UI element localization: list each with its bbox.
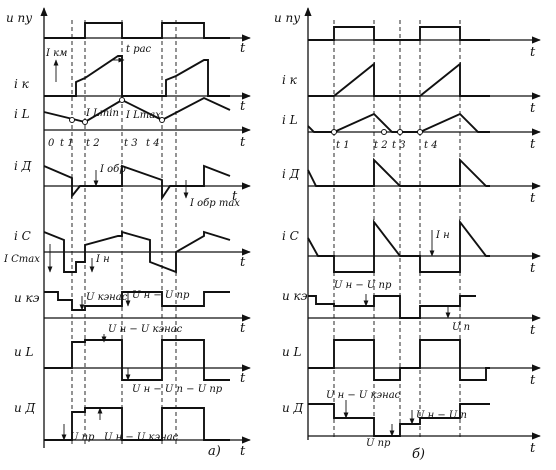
panel-b-label-uke: u кэ <box>282 289 308 303</box>
panel-b-t-ic: t <box>530 261 536 276</box>
panel-b-point-t1 <box>331 129 337 135</box>
panel-a-label-ik: i к <box>14 77 30 91</box>
panel-b-annot-up: U п <box>452 322 470 333</box>
panel-b-t-ud: t <box>530 441 536 456</box>
panel-a-annot-iobr: I обр <box>99 164 126 175</box>
panel-a-label-id: i Д <box>14 159 32 173</box>
panel-a-t-ic: t <box>240 255 246 270</box>
panel-a-t-upu: t <box>240 41 246 56</box>
panel-b-label-il: i L <box>282 113 298 127</box>
panel-a-point-t3 <box>119 97 125 103</box>
panel-a-label-upu: u пу <box>6 11 32 25</box>
panel-b-trace-upu <box>308 26 490 41</box>
panel-b-trace-id <box>307 157 490 187</box>
panel-a-trace-ic <box>43 230 231 274</box>
panel-a-t-id: t <box>232 189 238 204</box>
panel-b-annot-t1: t 1 <box>336 140 350 151</box>
panel-b-label-ik: i к <box>282 73 298 87</box>
panel-a-label-ic: i C <box>14 229 31 243</box>
panel-b-t-id: t <box>530 191 536 206</box>
panel-b-annot-in: I н <box>435 230 450 241</box>
panel-a-caption: а) <box>208 444 221 459</box>
panel-a-annot-t1: t 1 <box>60 138 74 149</box>
panel-b-trace-ul <box>308 339 490 381</box>
panel-b-annot-unukenas: U н − U кэнас <box>326 390 401 401</box>
panel-b-label-upu: u пу <box>274 11 300 25</box>
panel-b-trace-il <box>307 112 490 133</box>
panel-a-annot-ikm: I км <box>45 48 67 59</box>
panel-a-trace-il <box>43 96 231 124</box>
panel-b-trace-ud <box>308 403 490 437</box>
panel-b-annot-t2: t 2 <box>374 140 388 151</box>
panel-b-point-t4 <box>417 129 423 135</box>
panel-a-annot-icmax: I Cmax <box>3 254 40 265</box>
panel-b-trace-uke <box>308 295 476 319</box>
panel-a-annot-t4: t 4 <box>146 138 160 149</box>
panel-b-caption: б) <box>412 447 425 462</box>
panel-b-annot-unup: U н − U п <box>416 410 467 421</box>
panel-a-annot-ilmin: I Lmin <box>85 108 119 119</box>
panel-b-label-ic: i C <box>282 229 299 243</box>
panel-a-trace-upu <box>44 22 230 39</box>
panel-a-t-il: t <box>240 135 246 150</box>
panel-b-annot-unupr: U н − U пр <box>334 280 392 291</box>
panel-b-t-uke: t <box>530 323 536 338</box>
panel-a-annot-ukenas: U кэнас <box>86 292 128 303</box>
panel-b: u пу i к i L i Д i C u кэ u L u Д t t t … <box>274 7 541 462</box>
panel-b-annot-t4: t 4 <box>424 140 438 151</box>
panel-b-trace-ik <box>308 62 490 97</box>
panel-b-point-t3 <box>397 129 403 135</box>
panel-a-annot-upr: U пр <box>70 432 95 443</box>
panel-a-annot-ilmax: I Lmax <box>125 110 161 121</box>
panel-a-trace-uke <box>44 291 230 311</box>
panel-a-t-ik: t <box>240 99 246 114</box>
panel-a-annot-t3: t 3 <box>124 138 138 149</box>
panel-a-annot-iobrmax: I обр max <box>189 198 240 209</box>
panel-a-annot-tras: t рас <box>126 44 152 55</box>
panel-a-annot-unukenas-bottom: U н − U кэнас <box>104 432 179 443</box>
panel-a-t-ud: t <box>240 444 246 459</box>
panel-a-point-t4 <box>159 117 165 123</box>
panel-a-annot-unupr: U н − U пр <box>132 290 190 301</box>
panel-a-point-t1 <box>69 117 75 123</box>
panel-b-t-upu: t <box>530 45 536 60</box>
panel-b-t-ik: t <box>530 101 536 116</box>
panel-b-trace-ic <box>307 219 490 273</box>
panel-a-trace-ud <box>44 407 230 441</box>
panel-a-trace-ul <box>44 339 230 381</box>
panel-a-annot-unukenas: U н − U кэнас <box>108 324 183 335</box>
panel-a: u пу i к i L i Д i C u кэ u L u Д t t t … <box>3 7 251 459</box>
panel-a-label-ul: u L <box>14 345 34 359</box>
panel-a-point-t2 <box>82 119 88 125</box>
panel-b-label-ud: u Д <box>282 401 304 415</box>
panel-b-point-t2 <box>381 129 387 135</box>
panel-b-annot-upr: U пр <box>366 438 391 449</box>
panel-b-label-id: i Д <box>282 167 300 181</box>
panel-a-t-ul: t <box>240 371 246 386</box>
panel-b-annot-t3: t 3 <box>392 140 406 151</box>
panel-a-annot-origin: 0 <box>48 138 55 149</box>
panel-a-annot-t2: t 2 <box>86 138 100 149</box>
panel-a-annot-unupupr: U н − U п − U пр <box>132 384 223 395</box>
panel-b-label-ul: u L <box>282 345 302 359</box>
panel-a-label-uke: u кэ <box>14 291 40 305</box>
panel-a-label-ud: u Д <box>14 401 36 415</box>
panel-b-t-il: t <box>530 137 536 152</box>
panel-a-trace-id <box>43 164 231 202</box>
panel-a-t-uke: t <box>240 321 246 336</box>
panel-a-trace-ik <box>44 55 230 97</box>
panel-b-t-ul: t <box>530 373 536 388</box>
panel-a-annot-in: I н <box>95 254 110 265</box>
panel-a-label-il: i L <box>14 107 30 121</box>
